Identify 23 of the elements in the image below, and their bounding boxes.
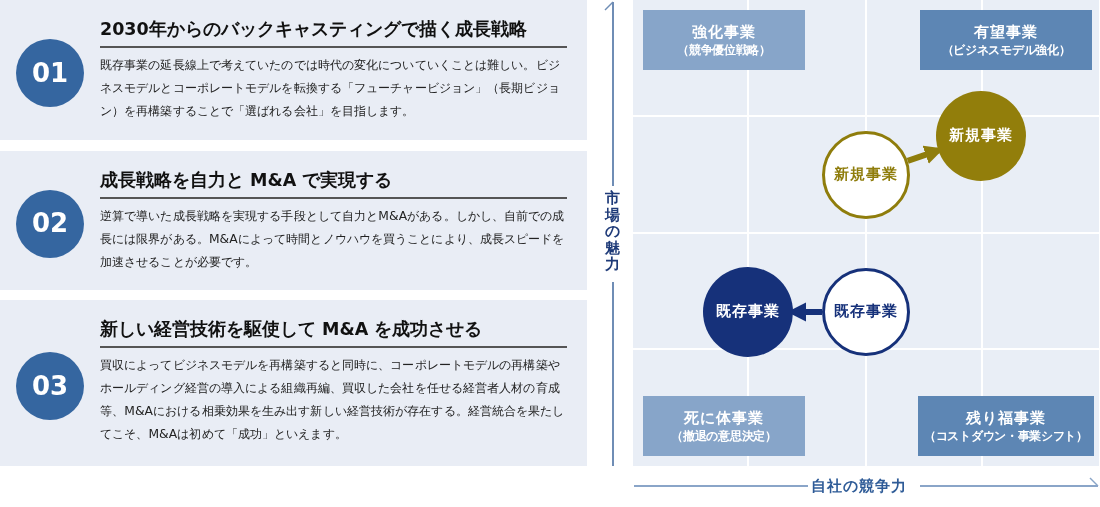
- quadrant-title: 死に体事業: [684, 408, 764, 428]
- quadrant-title: 強化事業: [692, 22, 756, 42]
- card-heading: 2030年からのバックキャスティングで描く成長戦略: [100, 16, 567, 48]
- card-body: 既存事業の延長線上で考えていたのでは時代の変化についていくことは難しい。ビジネスモデルとコーポレートモデルを転換する「フューチャービジョン」（長期ビジョン）を再構築することで「選ばれる会社」を目指します。: [100, 57, 561, 120]
- quadrant-box: [920, 10, 1092, 70]
- quadrant-subtitle: （ビジネスモデル強化）: [941, 41, 1071, 59]
- quadrant-box: [643, 396, 805, 456]
- axis-label: 市場の魅力: [605, 190, 620, 273]
- quadrant-box: [918, 396, 1094, 456]
- card-body: 買収によってビジネスモデルを再構築すると同時に、コーポレートモデルの再構築やホールディング経営の導入による組織再編、買収した会社を任せる経営者人材の育成等、M&Aにおける相乗効果を生み出す新しい経営技術が存在する。経営統合を果たしてこそ、M&Aは初めて「成功」といえます。: [100, 357, 566, 443]
- quadrant-title: 有望事業: [974, 22, 1038, 42]
- card-body: 逆算で導いた成長戦略を実現する手段として自力とM&Aがある。しかし、自前での成長には限界がある。M&Aによって時間とノウハウを買うことにより、成長スピードを加速させることが必要です。: [100, 208, 566, 271]
- quadrant-title: 残り福事業: [966, 408, 1046, 428]
- quadrant-subtitle: （撤退の意思決定）: [671, 427, 777, 445]
- point-card: [0, 151, 587, 290]
- axis-label: 自社の競争力: [811, 477, 907, 496]
- quadrant-box: [643, 10, 805, 70]
- quadrant-subtitle: （競争優位戦略）: [677, 41, 771, 59]
- card-heading: 成長戦略を自力と M&A で実現する: [100, 167, 567, 199]
- card-heading: 新しい経営技術を駆使して M&A を成功させる: [100, 316, 567, 348]
- quadrant-subtitle: （コストダウン・事業シフト）: [924, 427, 1088, 445]
- point-card: [0, 300, 587, 466]
- point-card: [0, 0, 587, 140]
